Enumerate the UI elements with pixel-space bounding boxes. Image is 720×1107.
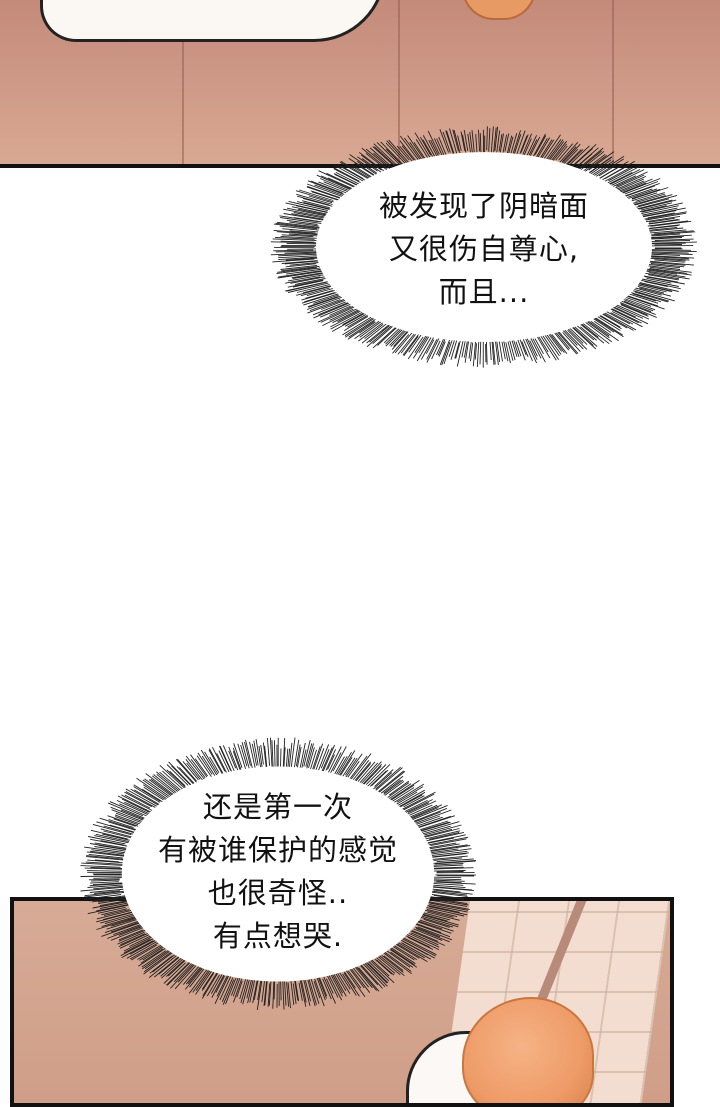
burst-ray xyxy=(372,960,390,976)
bubble-1-line-2: 又很伤自尊心, xyxy=(379,228,589,271)
burst-ray xyxy=(524,336,536,363)
bubble-1-line-3: 而且... xyxy=(379,271,589,314)
burst-ray xyxy=(183,761,199,780)
burst-ray xyxy=(281,980,282,1000)
bubble-2-text: 还是第一次 有被谁保护的感觉 也很奇怪.. 有点想哭. xyxy=(158,786,398,958)
burst-ray xyxy=(649,261,694,265)
burst-ray xyxy=(489,128,490,152)
burst-ray xyxy=(273,979,274,1009)
burst-ray xyxy=(491,127,493,157)
burst-ray xyxy=(461,132,465,151)
burst-ray xyxy=(283,982,284,1010)
burst-ray xyxy=(429,832,459,839)
burst-ray xyxy=(104,910,129,916)
bubble-1-text: 被发现了阴暗面 又很伤自尊心, 而且... xyxy=(379,185,589,314)
burst-ray xyxy=(170,771,185,786)
burst-ray xyxy=(480,133,481,152)
burst-ray xyxy=(80,866,120,868)
burst-ray xyxy=(90,882,119,883)
burst-ray xyxy=(486,340,487,365)
burst-ray xyxy=(277,268,317,273)
burst-ray xyxy=(430,879,461,880)
burst-ray xyxy=(285,981,287,1006)
burst-ray xyxy=(327,747,341,776)
burst-ray xyxy=(487,126,488,150)
burst-ray xyxy=(87,871,128,872)
burst-ray xyxy=(287,243,318,244)
burst-ray xyxy=(81,876,123,877)
burst-ray xyxy=(299,983,302,1001)
burst-ray xyxy=(434,899,469,905)
burst-ray xyxy=(93,878,126,879)
burst-ray xyxy=(442,342,450,365)
bubble-2-line-2: 有被谁保护的感觉 xyxy=(158,829,398,872)
thought-bubble-2: 还是第一次 有被谁保护的感觉 也很奇怪.. 有点想哭. xyxy=(70,724,486,1024)
burst-ray xyxy=(650,250,691,251)
bubble-1-line-1: 被发现了阴暗面 xyxy=(379,185,589,228)
burst-ray xyxy=(121,795,155,812)
bubble-2-line-3: 也很奇怪.. xyxy=(158,872,398,915)
burst-ray xyxy=(480,340,481,364)
bubble-2-line-1: 还是第一次 xyxy=(158,786,398,829)
white-clothing-illustration xyxy=(40,0,386,42)
burst-ray xyxy=(490,340,491,360)
burst-ray xyxy=(627,291,661,302)
burst-ray xyxy=(477,338,479,367)
burst-ray xyxy=(431,880,465,881)
bubble-2-line-4: 有点想哭. xyxy=(158,915,398,958)
burst-ray xyxy=(253,978,258,1003)
burst-ray xyxy=(397,787,423,803)
burst-ray xyxy=(291,979,294,1005)
burst-ray xyxy=(430,877,461,878)
burst-ray xyxy=(273,250,313,251)
burst-ray xyxy=(397,146,409,160)
burst-ray xyxy=(274,740,275,767)
burst-ray xyxy=(404,801,436,816)
burst-ray xyxy=(89,879,120,880)
burst-ray xyxy=(267,738,269,766)
burst-ray xyxy=(453,130,459,152)
burst-ray xyxy=(433,871,466,872)
burst-ray xyxy=(652,243,686,244)
burst-ray xyxy=(281,749,282,768)
burst-ray xyxy=(552,335,567,354)
thought-bubble-1: 被发现了阴暗面 又很伤自尊心, 而且... xyxy=(262,112,706,382)
burst-ray xyxy=(476,134,477,154)
hair-illustration xyxy=(462,0,536,20)
burst-ray xyxy=(431,140,439,156)
burst-ray xyxy=(479,130,480,152)
burst-ray xyxy=(91,880,120,881)
burst-ray xyxy=(438,339,445,356)
